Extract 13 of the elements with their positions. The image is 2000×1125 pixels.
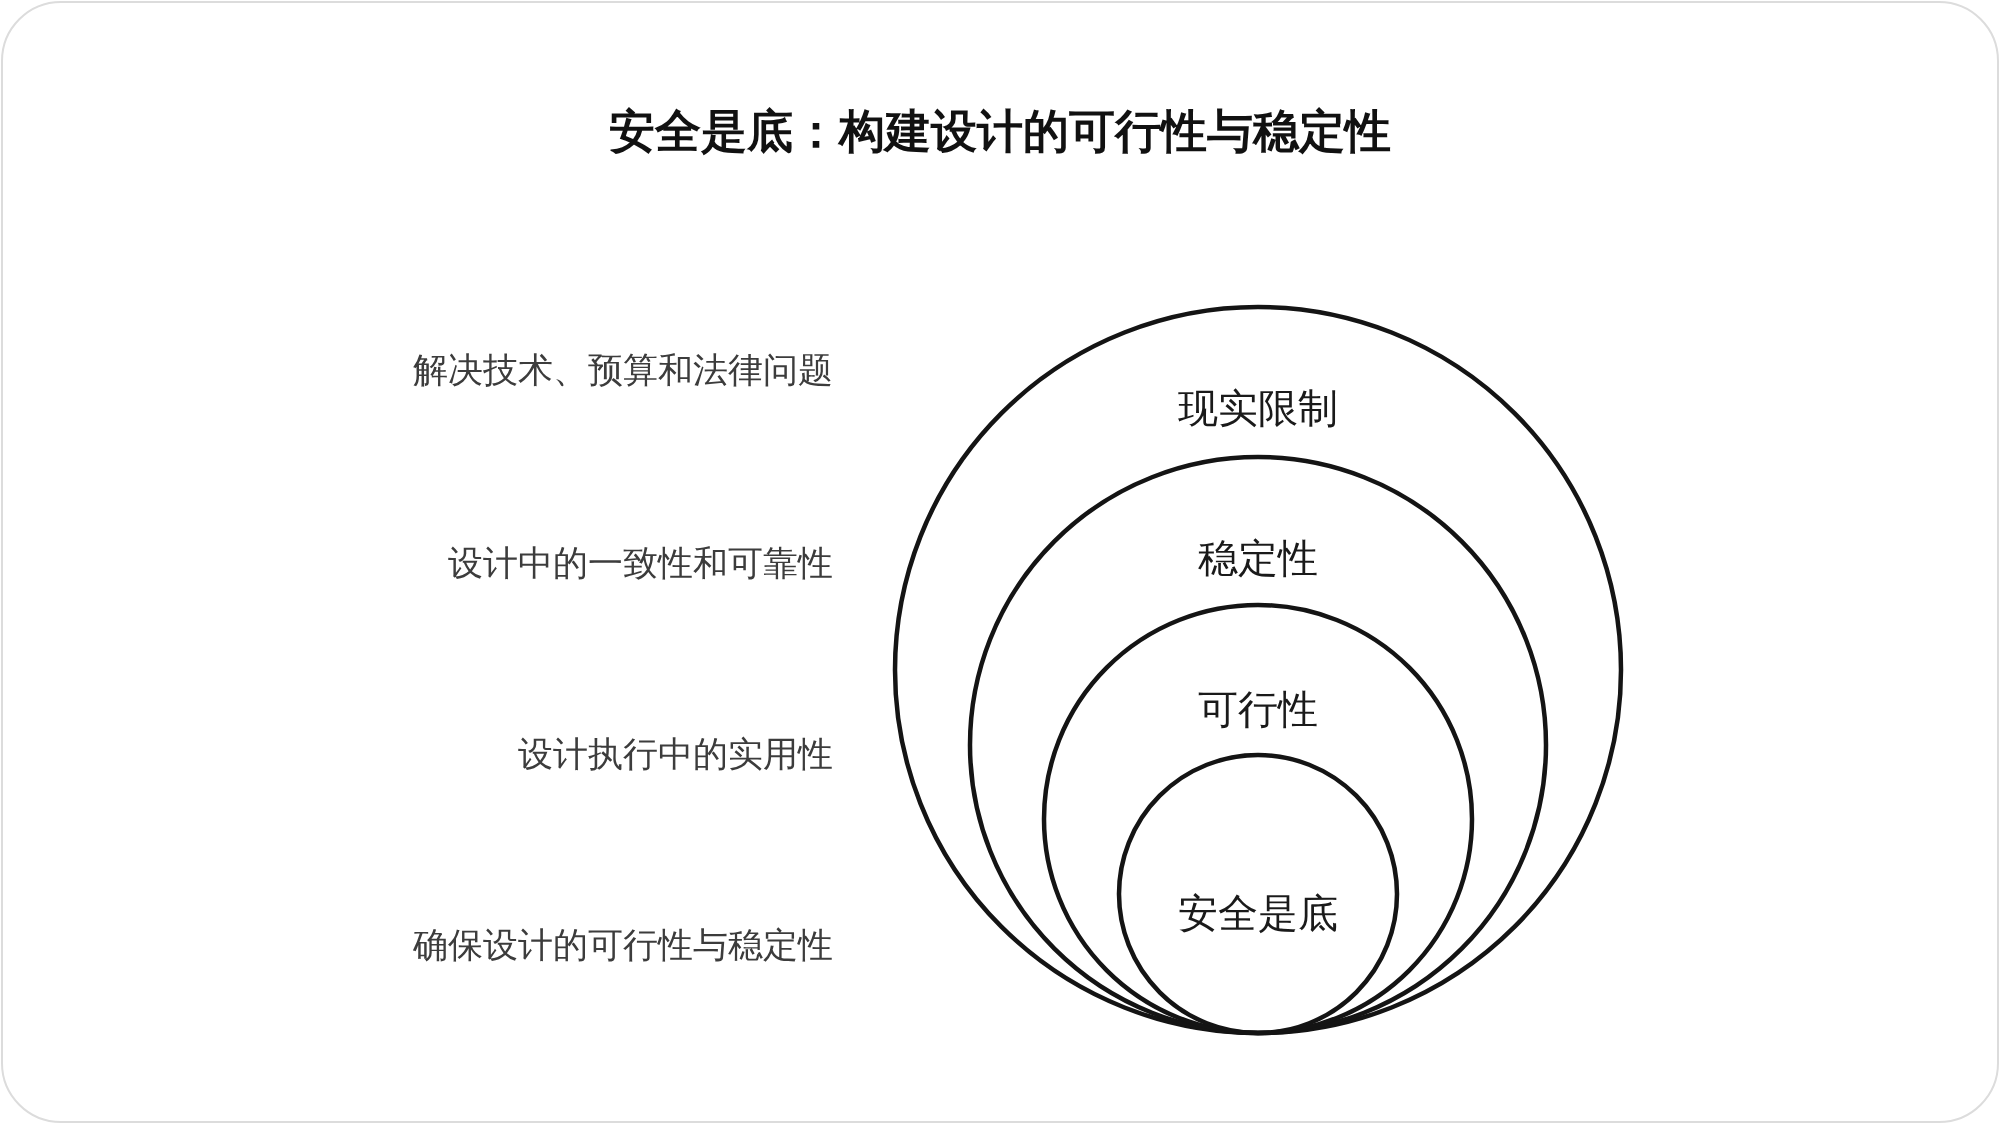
nested-circle bbox=[968, 455, 1548, 1035]
description-text: 解决技术、预算和法律问题 bbox=[413, 349, 833, 392]
nested-circle bbox=[893, 305, 1623, 1035]
description-text: 设计执行中的实用性 bbox=[518, 733, 833, 776]
title: 安全是底：构建设计的可行性与稳定性 bbox=[609, 103, 1391, 159]
description-text: 确保设计的可行性与稳定性 bbox=[413, 924, 833, 967]
circle-label: 稳定性 bbox=[1198, 534, 1318, 583]
circle-label: 现实限制 bbox=[1178, 384, 1338, 433]
circle-label: 安全是底 bbox=[1178, 889, 1338, 938]
description-text: 设计中的一致性和可靠性 bbox=[448, 542, 833, 585]
nested-circle bbox=[1042, 603, 1474, 1035]
nested-circle bbox=[1117, 753, 1399, 1035]
circle-label: 可行性 bbox=[1198, 685, 1318, 734]
